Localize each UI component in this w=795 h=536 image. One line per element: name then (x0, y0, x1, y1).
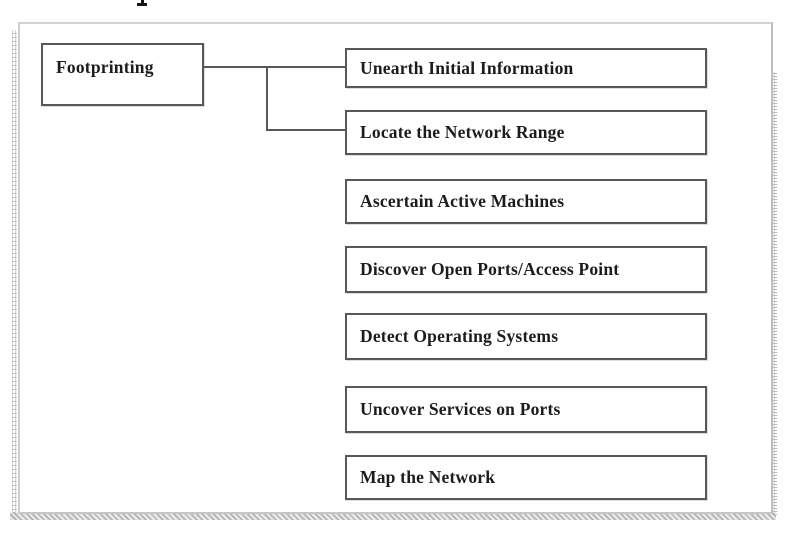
frame-shadow-left (12, 30, 17, 518)
step-label: Map the Network (360, 467, 496, 487)
footprinting-label: Footprinting (56, 57, 154, 77)
diagram-box-map-the-network: Map the Network (345, 455, 707, 500)
connector-horizontal-top (204, 66, 345, 68)
diagram-box-discover-open-ports-access-point: Discover Open Ports/Access Point (345, 246, 707, 293)
step-label: Detect Operating Systems (360, 326, 559, 346)
diagram-box-unearth-initial-information: Unearth Initial Information (345, 48, 707, 88)
diagram-box-detect-operating-systems: Detect Operating Systems (345, 313, 707, 360)
frame-shadow-bottom (10, 512, 776, 520)
cropped-glyph-fragment (141, 0, 144, 4)
connector-vertical (266, 66, 268, 131)
step-label: Discover Open Ports/Access Point (360, 259, 620, 279)
step-label: Locate the Network Range (360, 122, 565, 142)
diagram-box-ascertain-active-machines: Ascertain Active Machines (345, 179, 707, 224)
diagram-box-footprinting: Footprinting (41, 43, 204, 106)
diagram-box-uncover-services-on-ports: Uncover Services on Ports (345, 386, 707, 433)
cropped-glyph-fragment-foot (137, 3, 147, 6)
connector-horizontal-bottom (266, 129, 345, 131)
step-label: Unearth Initial Information (360, 57, 574, 78)
diagram-box-locate-the-network-range: Locate the Network Range (345, 110, 707, 155)
frame-shadow-right (771, 72, 777, 515)
step-label: Uncover Services on Ports (360, 399, 561, 419)
step-label: Ascertain Active Machines (360, 191, 565, 211)
